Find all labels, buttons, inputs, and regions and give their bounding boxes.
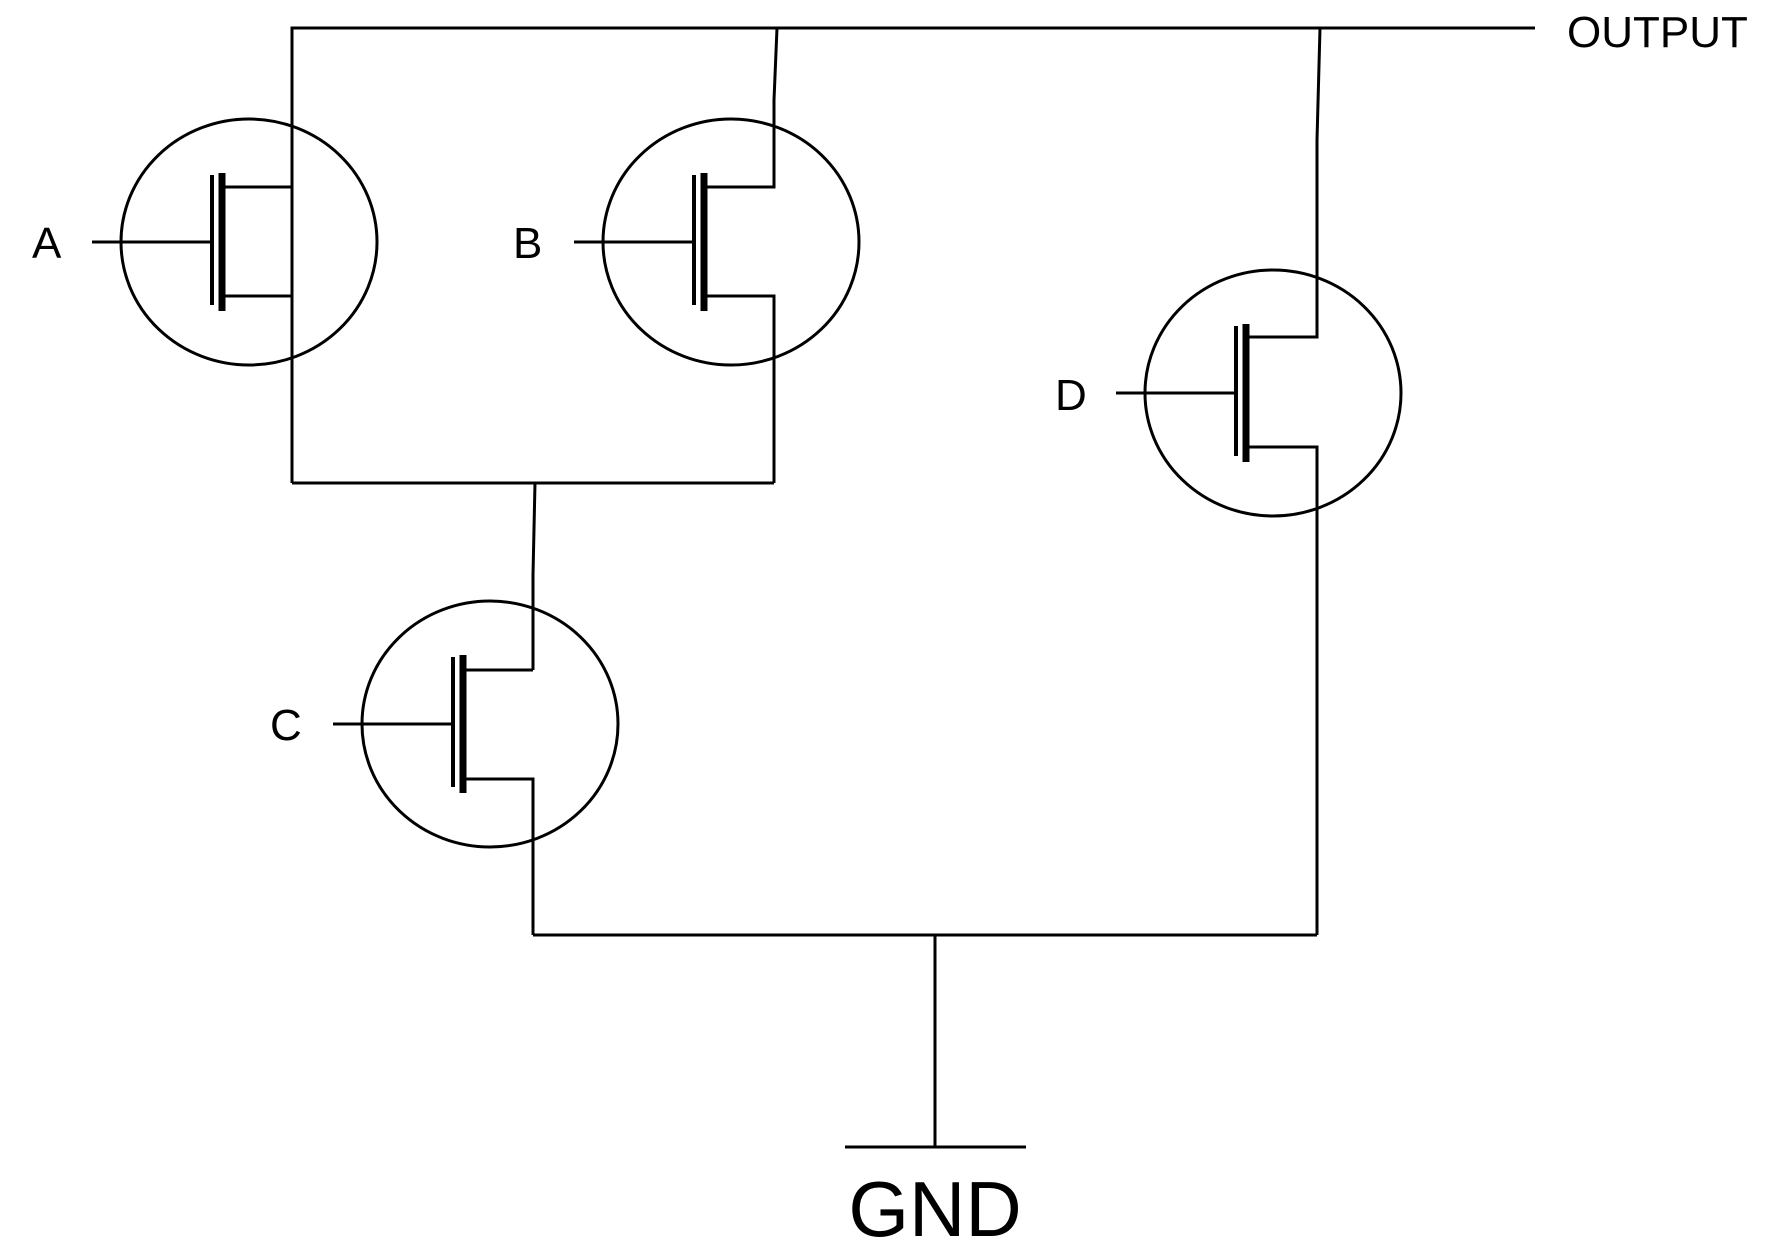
input-label-d: D: [1055, 371, 1087, 420]
transistor-a-source: [222, 294, 294, 483]
transistor-c-source: [463, 777, 535, 935]
transistor-d-source: [1246, 445, 1319, 935]
output-rail: [290, 26, 1535, 335]
middle-node-wire: [292, 481, 774, 670]
transistor-b: [574, 100, 861, 483]
transistor-b-source: [704, 294, 776, 483]
transistor-b-drain: [704, 100, 776, 189]
input-label-a: A: [32, 219, 62, 268]
transistor-d: [1116, 140, 1403, 935]
input-label-c: C: [270, 701, 302, 750]
transistor-a-drain: [222, 170, 294, 189]
ground-rail: [533, 933, 1317, 1149]
transistor-d-drain: [1246, 140, 1319, 339]
ground-label: GND: [848, 1165, 1021, 1248]
transistor-c: [333, 599, 620, 935]
transistor-a: [92, 117, 379, 483]
output-label: OUTPUT: [1567, 8, 1748, 57]
input-label-b: B: [513, 219, 542, 268]
